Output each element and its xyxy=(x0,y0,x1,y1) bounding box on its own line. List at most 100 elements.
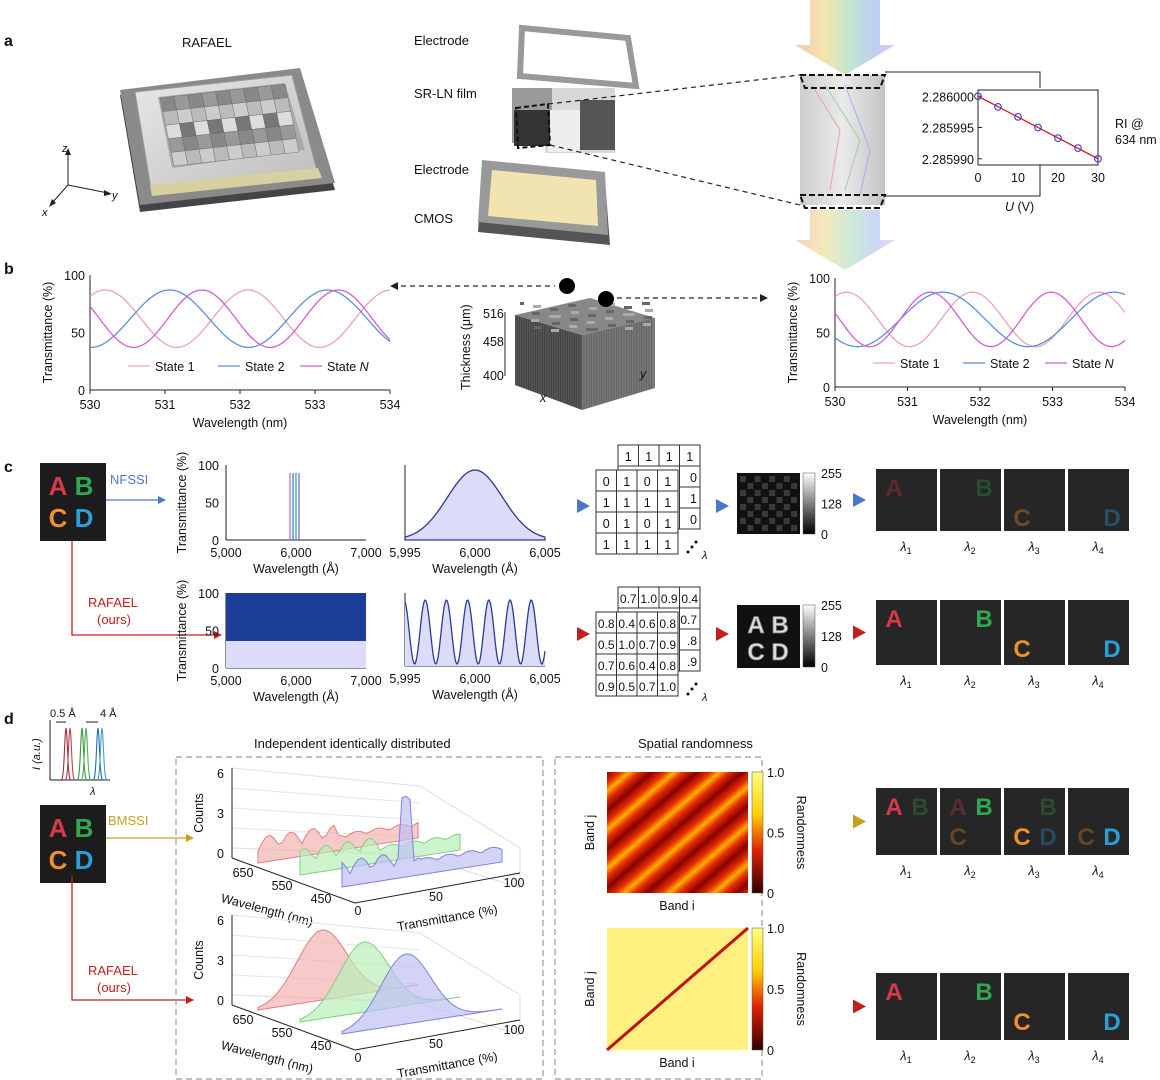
matrix-value: 0 xyxy=(644,475,651,489)
texture-cell xyxy=(571,311,575,314)
matrix-value: 1 xyxy=(664,517,671,531)
texture-cell xyxy=(550,308,554,311)
output-letter-a: A xyxy=(885,475,902,502)
data-point xyxy=(1014,112,1022,121)
stack-dot xyxy=(690,545,694,549)
c-output-4 xyxy=(1068,469,1129,531)
matrix-value: 0 xyxy=(603,517,610,531)
sr-ln-film-blocks xyxy=(512,88,615,153)
texture-cell xyxy=(573,325,577,328)
raw-pixel xyxy=(783,504,790,510)
raw-pixel xyxy=(747,511,754,517)
matrix-value: 0.7 xyxy=(639,638,656,652)
raw-pixel xyxy=(791,525,798,531)
texture-cell xyxy=(537,305,541,308)
texture-cell xyxy=(549,315,553,318)
distribution-surface xyxy=(299,833,461,876)
texture-cell xyxy=(608,324,612,327)
spacing-label-2: 4 Å xyxy=(100,707,117,720)
x-tick: 5,995 xyxy=(389,546,420,560)
x-tick: 530 xyxy=(80,398,101,412)
matrix-value: 0 xyxy=(644,517,651,531)
triangle-arrow-icon xyxy=(716,627,729,641)
texture-cell xyxy=(644,316,648,319)
inset-side-label-1: RI @ xyxy=(1115,117,1144,131)
raw-pixel xyxy=(769,490,776,496)
texture-cell xyxy=(606,310,610,313)
wavelength-label: λ3 xyxy=(1027,540,1039,556)
fit-line xyxy=(977,95,1099,160)
y-tick: 50 xyxy=(205,625,219,639)
texture-cell xyxy=(594,328,598,331)
chip-pixel xyxy=(282,138,300,154)
matrix-value: .8 xyxy=(687,634,697,648)
chip-pixel xyxy=(279,124,297,141)
inset-xtick: 20 xyxy=(1051,171,1065,185)
matrix-value: 0.5 xyxy=(618,680,635,694)
broadband-filter-base xyxy=(226,641,366,668)
d-output-1 xyxy=(876,973,937,1040)
texture-cell xyxy=(520,302,524,305)
raw-pixel xyxy=(747,483,754,489)
texture-cell xyxy=(538,326,542,329)
data-point xyxy=(1034,123,1042,132)
matrix-value: 1 xyxy=(623,475,630,489)
rafael-title: RAFAEL xyxy=(182,35,232,50)
randomness-label: Randomness xyxy=(794,952,808,1026)
output-letter-c: C xyxy=(949,824,966,851)
raw-pixel xyxy=(761,497,768,503)
wavelength-tick: 450 xyxy=(311,1039,332,1053)
colorbar-tick: 255 xyxy=(821,599,842,613)
output-letter-b: B xyxy=(975,475,992,502)
wavelength-label: λ3 xyxy=(1027,674,1039,690)
d-output-3 xyxy=(1004,788,1065,855)
matrix-value: 0.8 xyxy=(659,659,676,673)
wavelength-label: λ2 xyxy=(963,540,975,556)
d-output-4 xyxy=(1068,973,1129,1040)
panel-label-d: d xyxy=(4,711,14,728)
band-j-label: Band j xyxy=(583,971,597,1006)
wavelength-label: λ2 xyxy=(963,674,975,690)
rafael-arrow-c xyxy=(71,541,216,636)
matrix-value: 1 xyxy=(623,538,630,552)
dashed-connector-bottom xyxy=(549,144,801,206)
texture-cell xyxy=(555,329,559,332)
transmittance-tick: 50 xyxy=(429,1037,443,1051)
spatial-randomness-heatmap-rafael xyxy=(606,926,764,1052)
y-tick: 100 xyxy=(64,269,85,283)
x-tick: 531 xyxy=(897,395,918,409)
raw-pixel xyxy=(783,476,790,482)
x-axis-label: Wavelength (nm) xyxy=(933,413,1028,427)
matrix-value: 0.9 xyxy=(659,638,676,652)
texture-cell xyxy=(574,318,578,321)
thickness-ylabel: Thickness (μm) xyxy=(459,304,473,390)
triangle-arrow-icon xyxy=(853,814,866,829)
wavelength-label: λ4 xyxy=(1091,864,1103,880)
thickness-3d-surface: 516 458 400 Thickness (μm) x y xyxy=(459,278,655,410)
grid-line xyxy=(231,767,421,787)
matrix-value: 1 xyxy=(644,538,651,552)
grid-line xyxy=(231,807,421,821)
triangle-arrow-icon xyxy=(716,499,729,513)
data-point xyxy=(994,102,1002,111)
legend-label: State 2 xyxy=(990,357,1030,371)
colorbar-tick: 1.0 xyxy=(767,766,784,780)
prism-light-path xyxy=(795,0,895,270)
stack-dot xyxy=(694,682,698,686)
x-tick: 5,000 xyxy=(210,674,241,688)
scene-letter-d: D xyxy=(75,503,94,533)
texture-cell xyxy=(647,323,651,326)
thickness-tick: 400 xyxy=(483,369,504,383)
x-axis-label: Wavelength (Å) xyxy=(253,561,339,576)
data-point xyxy=(1054,134,1062,143)
ours-label-d: (ours) xyxy=(97,980,131,995)
wavelength-label: λ4 xyxy=(1091,1049,1103,1065)
matrix-value: 1.0 xyxy=(640,592,657,606)
matrix-value: 1 xyxy=(644,496,651,510)
wavelength-label: λ2 xyxy=(963,1049,975,1065)
x-tick: 534 xyxy=(380,398,401,412)
x-tick: 6,005 xyxy=(529,672,560,686)
texture-cell xyxy=(649,309,653,312)
spectral-peak xyxy=(64,727,76,781)
